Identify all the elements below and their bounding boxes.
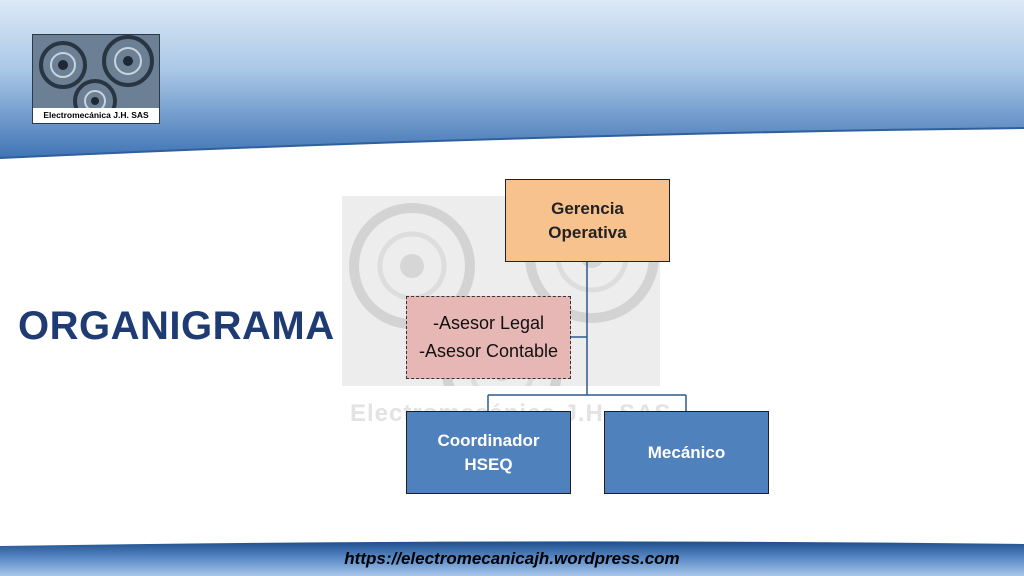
company-logo: Electromecánica J.H. SAS: [32, 34, 160, 124]
node-mecanico-label: Mecánico: [647, 442, 726, 462]
header-band: [0, 0, 1024, 159]
node-gerencia-label: Gerencia Operativa: [548, 198, 627, 242]
node-coordinador-label: Coordinador HSEQ: [437, 430, 540, 474]
logo-label: Electromecánica J.H. SAS: [33, 108, 159, 123]
advisor-contable-label: -Asesor Contable: [418, 340, 559, 361]
node-coordinador-hseq: Coordinador HSEQ: [406, 411, 571, 494]
node-gerencia-operativa: Gerencia Operativa: [505, 179, 670, 262]
footer-url-link[interactable]: https://electromecanicajh.wordpress.com: [344, 549, 680, 568]
footer-band: [0, 541, 1024, 576]
page-title: ORGANIGRAMA: [18, 304, 335, 348]
node-mecanico: Mecánico: [604, 411, 769, 494]
advisor-legal-label: -Asesor Legal: [432, 312, 545, 333]
node-asesores: -Asesor Legal -Asesor Contable: [406, 296, 571, 379]
